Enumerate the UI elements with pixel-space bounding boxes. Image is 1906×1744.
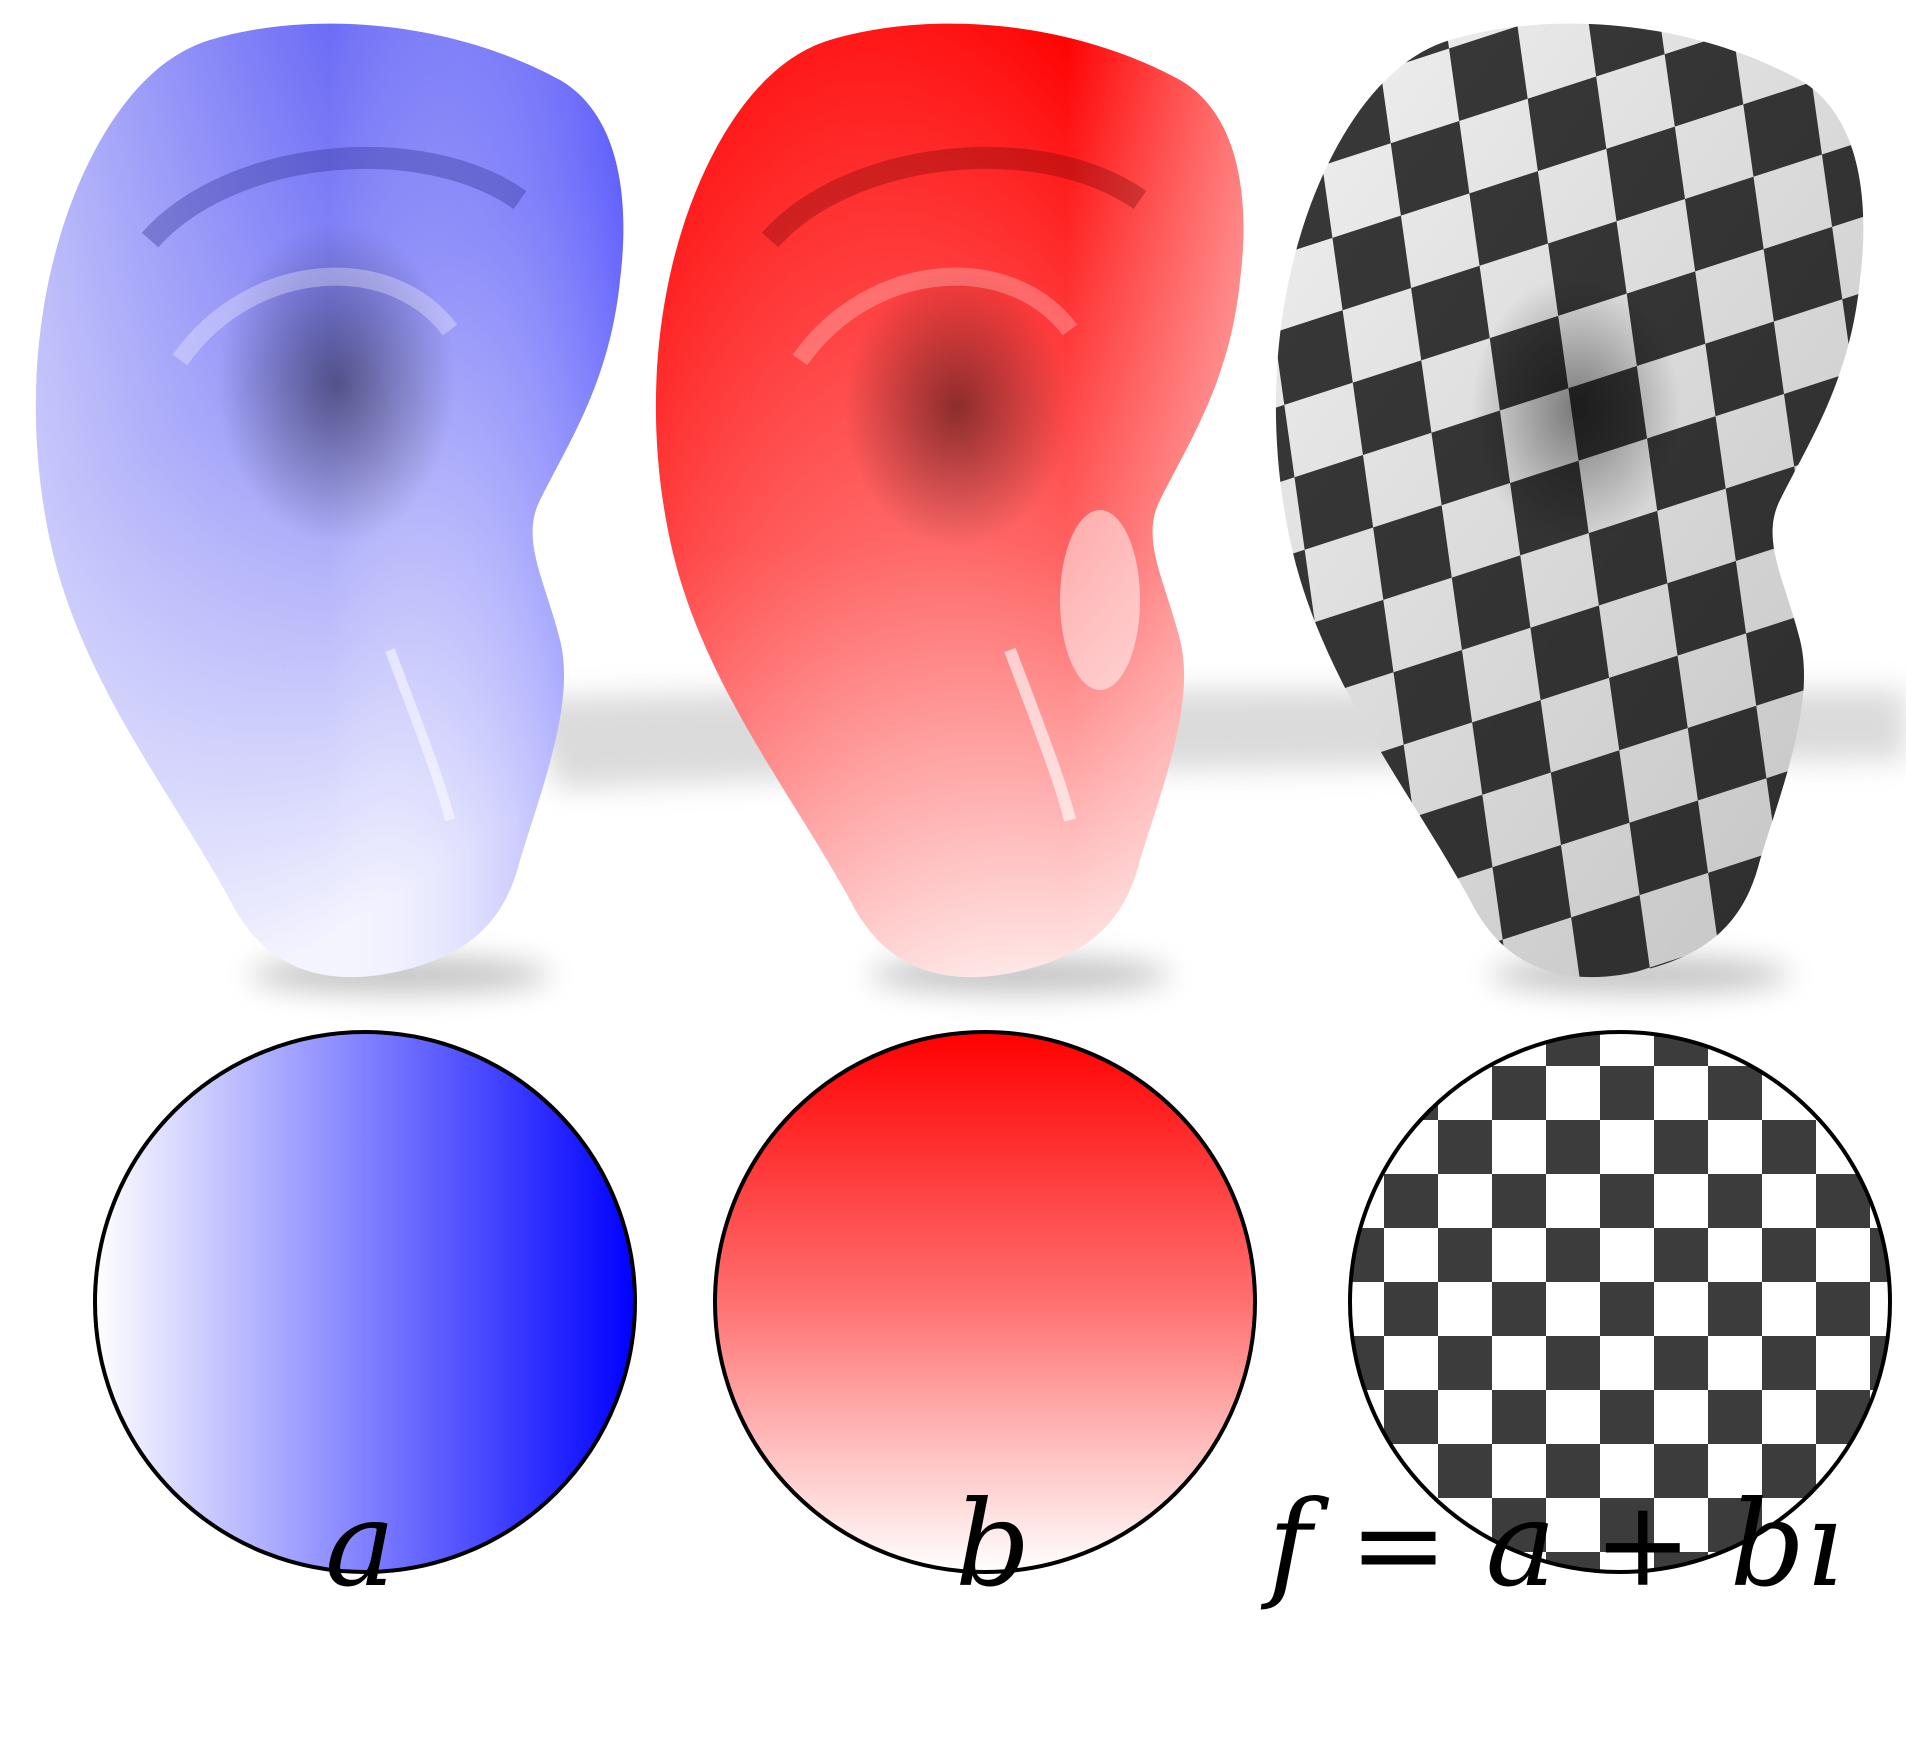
checker-square bbox=[1870, 1444, 1906, 1498]
checker-square bbox=[1492, 1066, 1546, 1120]
checker-square bbox=[1901, 182, 1906, 277]
checker-square bbox=[1492, 1282, 1546, 1336]
ear-mesh-a bbox=[36, 24, 623, 978]
checker-square bbox=[1600, 1390, 1654, 1444]
checker-square bbox=[1233, 21, 1312, 116]
ear-mesh-b bbox=[656, 24, 1243, 978]
checker-square bbox=[1492, 1174, 1546, 1228]
checker-square bbox=[1880, 38, 1906, 133]
label-a: a bbox=[325, 1485, 395, 1603]
checker-square bbox=[1438, 1012, 1492, 1066]
checker-square bbox=[1863, 422, 1906, 517]
checker-square bbox=[1600, 1174, 1654, 1228]
checker-square bbox=[1723, 0, 1802, 32]
checker-square bbox=[1546, 1120, 1600, 1174]
checker-square bbox=[1870, 1012, 1906, 1066]
checker-square bbox=[1600, 1282, 1654, 1336]
checker-square bbox=[1762, 1228, 1816, 1282]
checker-square bbox=[1654, 1336, 1708, 1390]
checker-square bbox=[1384, 1282, 1438, 1336]
checker-square bbox=[1654, 1228, 1708, 1282]
checker-square bbox=[1292, 0, 1371, 21]
checker-square bbox=[1546, 1336, 1600, 1390]
checker-square bbox=[1297, 984, 1376, 1079]
checker-square bbox=[1277, 839, 1356, 934]
checker-square bbox=[1384, 1174, 1438, 1228]
checker-square bbox=[1239, 1079, 1318, 1174]
checker-square bbox=[1155, 0, 1234, 65]
checker-square bbox=[1434, 940, 1513, 1035]
checker-square bbox=[1708, 1390, 1762, 1444]
checker-square bbox=[1158, 500, 1237, 595]
checker-square bbox=[1762, 1336, 1816, 1390]
checker-square bbox=[1507, 0, 1586, 26]
checker-square bbox=[1787, 901, 1866, 996]
checker-square bbox=[1804, 517, 1883, 612]
label-b: b bbox=[955, 1485, 1031, 1603]
checker-square bbox=[1219, 934, 1298, 1029]
checker-square bbox=[1708, 1066, 1762, 1120]
checker-square bbox=[1438, 1228, 1492, 1282]
checker-square bbox=[1802, 0, 1881, 82]
checker-square bbox=[1438, 1120, 1492, 1174]
checker-square bbox=[1546, 1228, 1600, 1282]
checker-square bbox=[1140, 884, 1219, 979]
checker-square bbox=[1384, 1390, 1438, 1444]
checker-square bbox=[1870, 1120, 1906, 1174]
checker-square bbox=[1492, 1390, 1546, 1444]
checker-square bbox=[1600, 1066, 1654, 1120]
checker-square bbox=[1708, 1282, 1762, 1336]
checker-square bbox=[1762, 1012, 1816, 1066]
checker-square bbox=[1330, 1012, 1384, 1066]
checker-square bbox=[1816, 1390, 1870, 1444]
checker-square bbox=[1356, 889, 1435, 984]
checker-square bbox=[1883, 567, 1906, 662]
checker-square bbox=[1708, 1174, 1762, 1228]
label-f-equals-a-plus-bi: f = a + bı bbox=[1268, 1485, 1843, 1603]
checker-square bbox=[1654, 1120, 1708, 1174]
checker-square bbox=[1816, 1282, 1870, 1336]
checker-square bbox=[1330, 1120, 1384, 1174]
checker-square bbox=[1816, 1066, 1870, 1120]
checker-square bbox=[1198, 789, 1277, 884]
checker-square bbox=[1845, 806, 1906, 901]
checker-square bbox=[1762, 1120, 1816, 1174]
checker-square bbox=[1870, 1552, 1906, 1606]
checker-square bbox=[1438, 1336, 1492, 1390]
